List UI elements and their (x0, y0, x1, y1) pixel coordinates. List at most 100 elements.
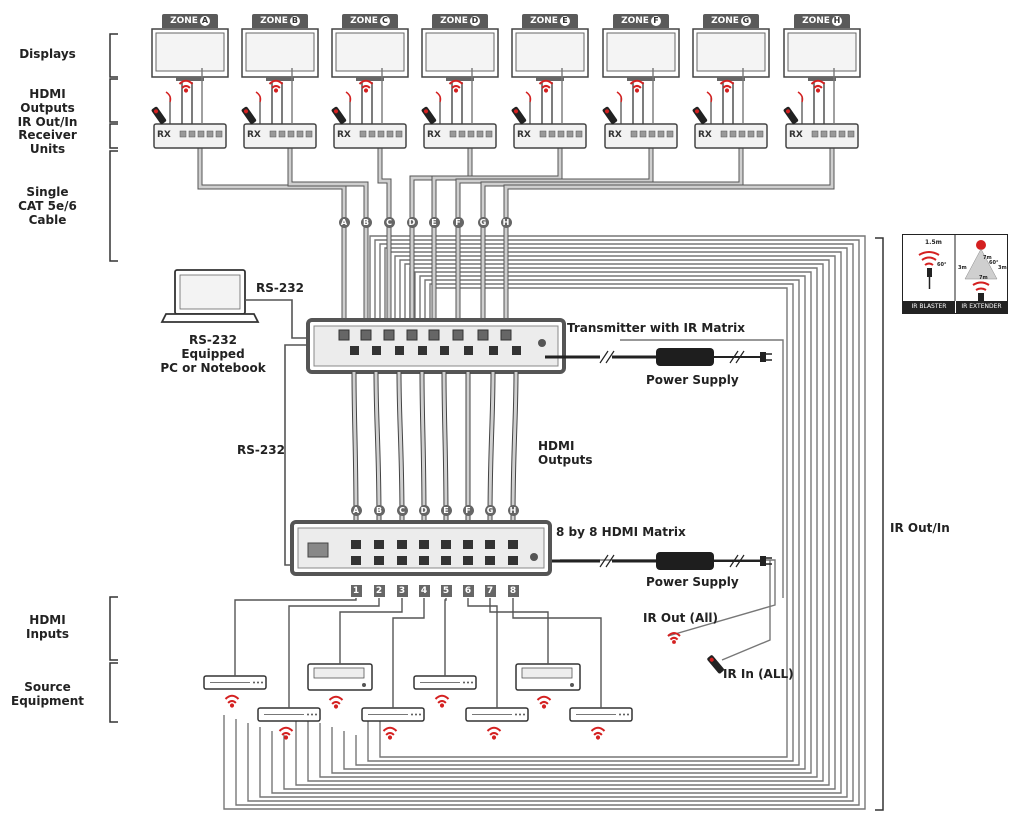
receiver-port (215, 130, 223, 138)
remote-body (707, 655, 724, 674)
display-stand (266, 77, 294, 81)
ir-blaster-icon (382, 726, 398, 740)
hdmi-port (372, 346, 381, 355)
cable-badge: E (428, 217, 440, 228)
ir-wave-icon (722, 84, 732, 89)
label-power-supply-2: Power Supply (646, 575, 739, 589)
receiver-tag: RX (698, 130, 712, 140)
source-device (361, 707, 425, 722)
remote-button (709, 657, 714, 662)
hdmi-input-cable (288, 598, 380, 708)
front-panel-button (627, 713, 629, 716)
label-hdmi-inputs: HDMI Inputs (25, 613, 70, 641)
receiver-port (476, 130, 484, 138)
ir-wave-icon (358, 79, 374, 85)
ir-emitter-icon (387, 735, 393, 740)
remote-button (424, 109, 429, 114)
ir-wave-icon (525, 91, 532, 103)
ir-wave-icon (181, 84, 191, 89)
ir-blaster-icon (719, 79, 735, 93)
ir-wave-icon (451, 84, 461, 89)
hdmi-input-cable (489, 598, 549, 664)
legend-ext-left: 3m (958, 265, 967, 271)
cable-break (735, 554, 745, 568)
cat-cables (197, 148, 835, 340)
ir-wave-icon (667, 632, 681, 637)
ir-emitter-icon (491, 735, 497, 740)
label-cable: Single CAT 5e/6 Cable (18, 185, 77, 227)
rj45-port (477, 329, 489, 341)
laptop-icon (160, 269, 260, 323)
zone-prefix: ZONE (621, 16, 649, 26)
display-stand (808, 77, 836, 81)
hdmi-output-port (397, 540, 407, 549)
zone-unit (602, 28, 680, 149)
front-panel-button (419, 713, 421, 716)
receiver-port (395, 130, 403, 138)
hdmi-input-cable (339, 598, 403, 664)
ir-wave-icon (281, 731, 291, 736)
ir-wave-icon (486, 726, 502, 732)
receiver-port (179, 130, 187, 138)
ir-blaster-icon (278, 726, 294, 740)
cable-break (729, 554, 739, 568)
cable-break (729, 350, 739, 364)
front-panel-button (315, 713, 317, 716)
ir-emitter-icon (283, 735, 289, 740)
hdmi-input-cable (512, 598, 602, 708)
hdmi-input-cable (467, 598, 498, 708)
ir-wave-icon (345, 91, 352, 103)
power-adapter-icon (656, 552, 714, 570)
source-equipment (203, 598, 724, 740)
receiver-port (747, 130, 755, 138)
ir-out-all-icon (667, 632, 681, 644)
ir-wave-icon (165, 91, 172, 103)
remote-body (151, 106, 167, 124)
front-panel-button (253, 681, 255, 684)
remote-body (421, 106, 437, 124)
hdmi-cable (352, 371, 358, 521)
cat-cable (432, 148, 562, 340)
receiver-tag: RX (789, 130, 803, 140)
zone-letter: F (650, 16, 661, 26)
ir-legend: 1.5m 60° 7m 3m 3m 60° 7m IR BLASTER IR E… (902, 234, 1008, 314)
front-panel-button (623, 713, 625, 716)
ir-wave-icon (434, 694, 450, 700)
zone-letter: A (199, 16, 210, 26)
receiver-port (847, 130, 855, 138)
ir-blaster-icon (810, 79, 826, 93)
hdmi-port (464, 346, 473, 355)
ir-emitter-icon (672, 640, 676, 644)
hdmi-input-port (351, 556, 361, 565)
remote-control-icon (421, 106, 437, 124)
cable-break (599, 554, 609, 568)
ir-wave-icon (629, 79, 645, 85)
zone-letter: C (379, 16, 390, 26)
ir-emitter-icon (634, 88, 640, 93)
ir-emitter-icon (453, 88, 459, 93)
input-number: 8 (507, 585, 519, 597)
label-receiver-units: Receiver Units (18, 128, 77, 156)
receiver-port (838, 130, 846, 138)
zone-letter: G (740, 16, 751, 26)
ir-wave-icon (590, 726, 606, 732)
receiver-port (657, 130, 665, 138)
receiver-port (557, 130, 565, 138)
ir-wave-icon (448, 79, 464, 85)
ir-blaster-icon (328, 695, 344, 709)
display-panel (515, 32, 585, 72)
hdmi-cable (442, 371, 448, 521)
hdmi-badge: E (440, 505, 452, 516)
zone-letter: H (831, 16, 842, 26)
receiver-port (539, 130, 547, 138)
hdmi-output-port (463, 540, 473, 549)
ir-blaster-icon (486, 726, 502, 740)
remote-button (786, 109, 791, 114)
ir-wave-icon (178, 79, 194, 85)
legend-ext-right: 3m (998, 265, 1007, 271)
ir-wave-icon (669, 636, 679, 641)
cat-cable (504, 148, 834, 340)
hdmi-input-cable (444, 598, 447, 676)
remote-body (511, 106, 527, 124)
